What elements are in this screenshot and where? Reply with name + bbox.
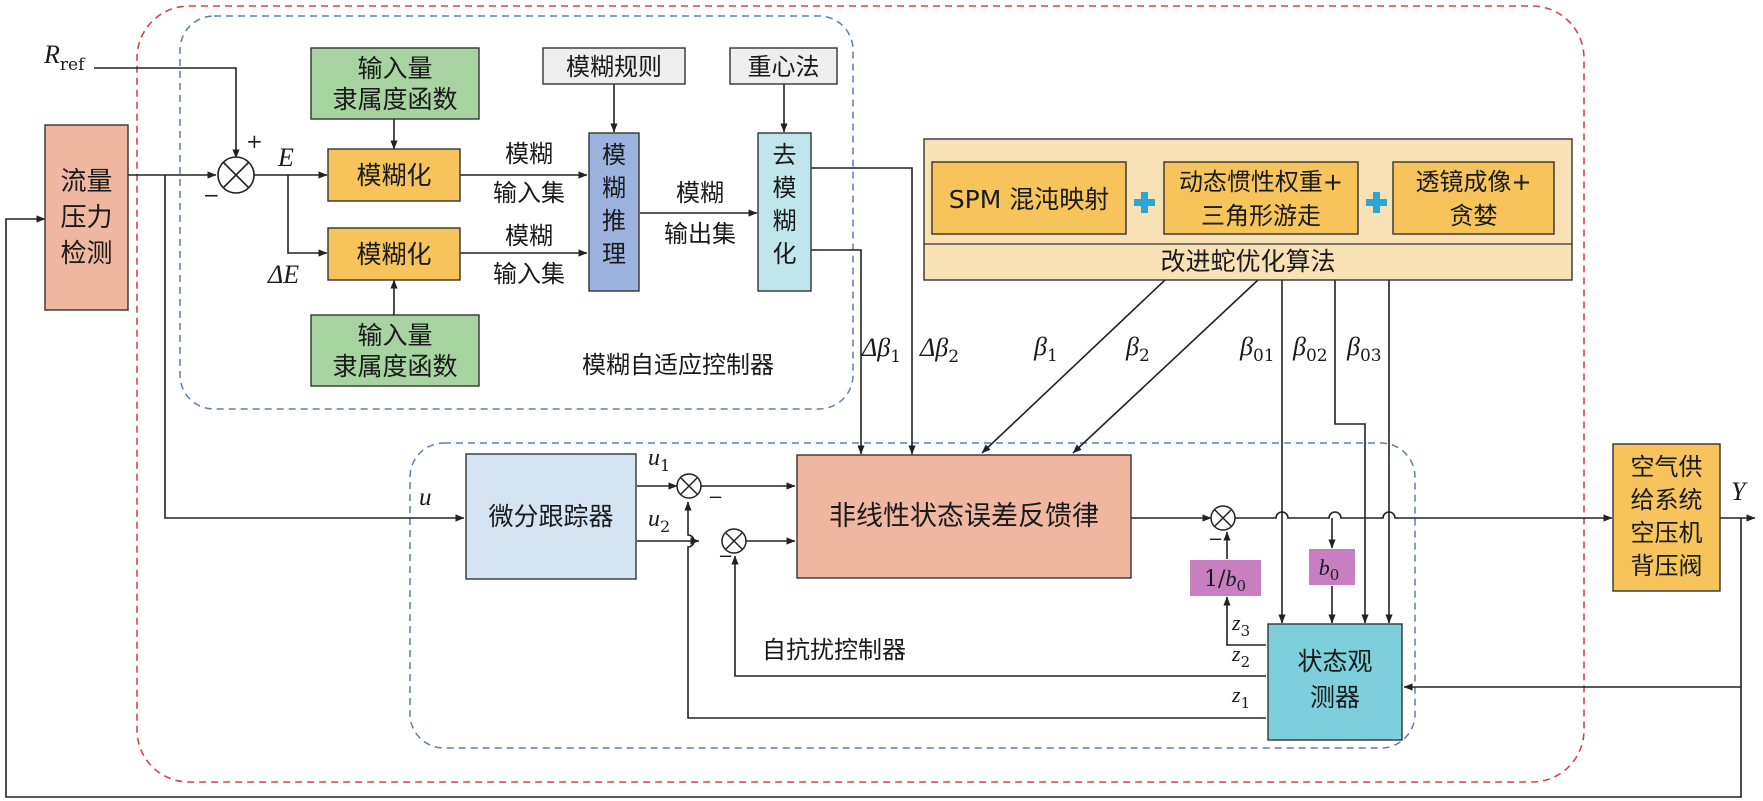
defuzzification-block: 去 模 糊 化 [757,132,812,292]
svg-text:化: 化 [773,240,797,268]
svg-text:三角形游走: 三角形游走 [1201,202,1321,230]
z1-label: z1 [1231,682,1250,712]
svg-text:重心法: 重心法 [748,53,820,81]
extended-state-observer-block: 状态观 测器 [1267,623,1403,741]
fuzzy-rules-block: 模糊规则 [542,47,686,85]
u1-label: u1 [648,445,670,475]
svg-text:糊: 糊 [602,174,626,202]
z2-label: z2 [1231,641,1250,671]
svg-text:微分跟踪器: 微分跟踪器 [488,502,613,531]
svg-text:隶属度函数: 隶属度函数 [332,85,457,114]
membership-function-block-bottom: 输入量 隶属度函数 [310,314,480,387]
minus-sign: − [203,183,220,207]
fuzzy-controller-label: 模糊自适应控制器 [582,351,774,379]
fuzzy-inference-block: 模 糊 推 理 [588,132,640,292]
dynamic-inertia-weight-block: 动态惯性权重+ 三角形游走 [1163,161,1359,235]
svg-text:模: 模 [773,174,797,202]
svg-text:动态惯性权重+: 动态惯性权重+ [1179,168,1343,196]
signal-labels: Rref + − E ΔE u u1 u2 − − − Δβ1 Δβ2 β1 β… [43,40,1748,712]
svg-text:输入集: 输入集 [493,179,565,207]
svg-text:推: 推 [602,207,626,235]
svg-text:流量: 流量 [60,167,112,197]
beta02-label: β02 [1292,332,1328,366]
svg-text:输入量: 输入量 [357,321,432,350]
u2-label: u2 [648,506,670,536]
delta-e-label: ΔE [267,260,299,289]
fuzzy-output-set-label: 模糊 输出集 [664,179,736,248]
flow-pressure-detection-block: 流量 压力 检测 [44,124,129,311]
z3-label: z3 [1231,610,1250,640]
svg-text:模糊规则: 模糊规则 [566,53,662,81]
delta-beta1-label: Δβ1 [861,333,901,367]
beta1-label: β1 [1033,332,1058,366]
summing-junction-error [217,156,255,194]
svg-text:贪婪: 贪婪 [1450,202,1498,230]
svg-text:模糊化: 模糊化 [356,240,431,269]
summing-junction-output [1210,505,1236,531]
svg-text:糊: 糊 [773,207,797,235]
svg-text:输入量: 输入量 [357,54,432,83]
svg-text:输出集: 输出集 [664,220,736,248]
svg-text:SPM 混沌映射: SPM 混沌映射 [949,185,1109,214]
plus-icon [1134,192,1155,213]
fuzzy-input-set-label-2: 模糊 输入集 [493,222,565,288]
fuzzification-block-2: 模糊化 [327,227,461,281]
svg-text:隶属度函数: 隶属度函数 [332,352,457,381]
tracking-differentiator-block: 微分跟踪器 [465,453,637,580]
svg-text:模糊: 模糊 [505,222,553,250]
nonlinear-state-error-feedback-block: 非线性状态误差反馈律 [796,454,1132,579]
beta01-label: β01 [1239,332,1275,366]
svg-text:理: 理 [602,240,626,268]
b0-gain-block: b0 [1309,549,1355,585]
svg-text:模糊化: 模糊化 [356,161,431,190]
improved-snake-optimization-panel: SPM 混沌映射 动态惯性权重+ 三角形游走 透镜成像+ 贪婪 改进蛇优化算法 [923,138,1573,281]
centroid-method-block: 重心法 [729,47,838,85]
minus-sign-u2: − [718,546,733,567]
svg-text:背压阀: 背压阀 [1631,552,1703,580]
lens-imaging-block: 透镜成像+ 贪婪 [1392,161,1555,235]
svg-text:b0: b0 [1319,555,1340,584]
air-supply-plant-block: 空气供 给系统 空压机 背压阀 [1612,443,1721,592]
beta03-label: β03 [1346,332,1382,366]
plus-icon [1366,192,1387,213]
svg-text:检测: 检测 [60,239,112,269]
r-ref-label: Rref [43,40,86,75]
summing-junction-u2 [721,528,747,554]
svg-text:状态观: 状态观 [1297,647,1372,676]
svg-text:模糊: 模糊 [505,140,553,168]
svg-text:输入集: 输入集 [493,260,565,288]
svg-text:给系统: 给系统 [1631,486,1703,514]
improved-algo-label: 改进蛇优化算法 [1160,247,1335,276]
adrc-controller-label: 自抗扰控制器 [762,636,906,664]
svg-text:非线性状态误差反馈律: 非线性状态误差反馈律 [829,501,1099,532]
svg-text:空压机: 空压机 [1631,519,1703,547]
signal-lines [5,67,1756,798]
minus-sign-u1: − [708,487,723,508]
summing-junction-u1 [676,473,702,499]
delta-beta2-label: Δβ2 [919,333,959,367]
svg-text:测器: 测器 [1310,683,1360,712]
fuzzy-controller-region [179,15,854,410]
svg-text:模: 模 [602,141,626,169]
minus-sign-output: − [1208,529,1223,550]
spm-chaotic-map-block: SPM 混沌映射 [931,161,1127,235]
fuzzy-input-set-label-1: 模糊 输入集 [493,140,565,207]
y-output-label: Y [1731,477,1748,506]
beta2-label: β2 [1125,332,1150,366]
svg-text:透镜成像+: 透镜成像+ [1415,168,1531,196]
svg-text:1/b0: 1/b0 [1204,566,1246,595]
svg-text:空气供: 空气供 [1631,453,1703,481]
plus-sign: + [246,129,263,153]
outer-optimized-controller-region [136,5,1585,783]
svg-text:去: 去 [773,141,797,169]
membership-function-block-top: 输入量 隶属度函数 [310,47,480,120]
svg-text:压力: 压力 [60,203,112,233]
fuzzification-block-1: 模糊化 [327,148,461,202]
svg-text:模糊: 模糊 [676,179,724,207]
error-e-label: E [277,143,294,172]
inverse-b0-gain-block: 1/b0 [1190,560,1261,596]
u-label: u [419,484,432,511]
